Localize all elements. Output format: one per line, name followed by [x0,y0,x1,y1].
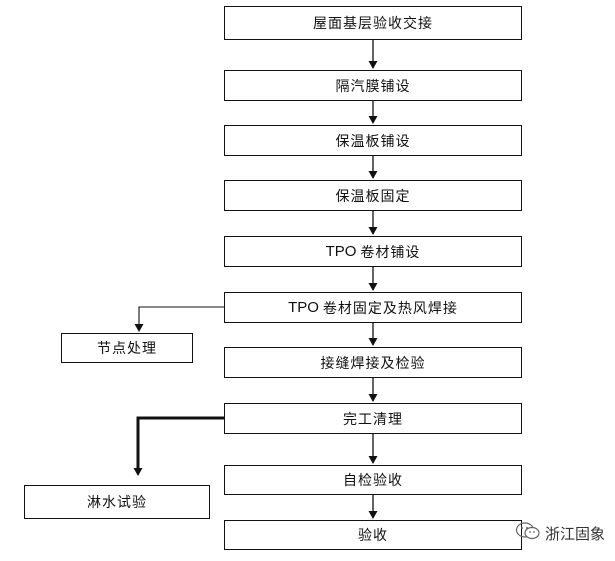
step-tpo-fixing-welding: TPO 卷材固定及热风焊接 [224,292,522,323]
step-label: 屋面基层验收交接 [313,16,433,32]
step-insulation-laying: 保温板铺设 [224,125,522,156]
watermark-text: 浙江固象 [544,524,605,543]
watermark: 浙江固象 [515,521,605,545]
step-label: 完工清理 [343,411,403,428]
step-label: 自检验收 [343,473,403,489]
step-cleanup: 完工清理 [224,403,522,434]
step-prefix: TPO [325,243,357,260]
step-label: 卷材铺设 [360,244,421,261]
step-base-acceptance: 屋面基层验收交接 [224,6,522,40]
step-label: 接缝焊接及检验 [320,355,426,372]
step-label: 保温板铺设 [335,133,411,150]
step-label: 验收 [358,528,388,544]
step-label: 隔汽膜铺设 [335,78,411,95]
branch-node-treatment: 节点处理 [61,333,193,363]
step-self-inspection: 自检验收 [224,465,522,495]
step-vapor-barrier: 隔汽膜铺设 [224,70,522,101]
step-insulation-fixing: 保温板固定 [224,180,522,211]
branch-label: 节点处理 [97,341,157,357]
branch-label: 淋水试验 [87,495,147,511]
branch-connector-node [134,306,224,332]
wechat-icon [515,521,541,545]
step-label: 保温板固定 [335,188,411,205]
step-seam-welding-inspection: 接缝焊接及检验 [224,347,522,378]
step-label: 卷材固定及热风焊接 [322,300,458,317]
step-tpo-laying: TPO 卷材铺设 [224,236,522,267]
branch-water-test: 淋水试验 [24,485,210,519]
step-prefix: TPO [288,299,319,316]
step-final-acceptance: 验收 [224,520,522,550]
branch-connector-water [136,416,224,468]
